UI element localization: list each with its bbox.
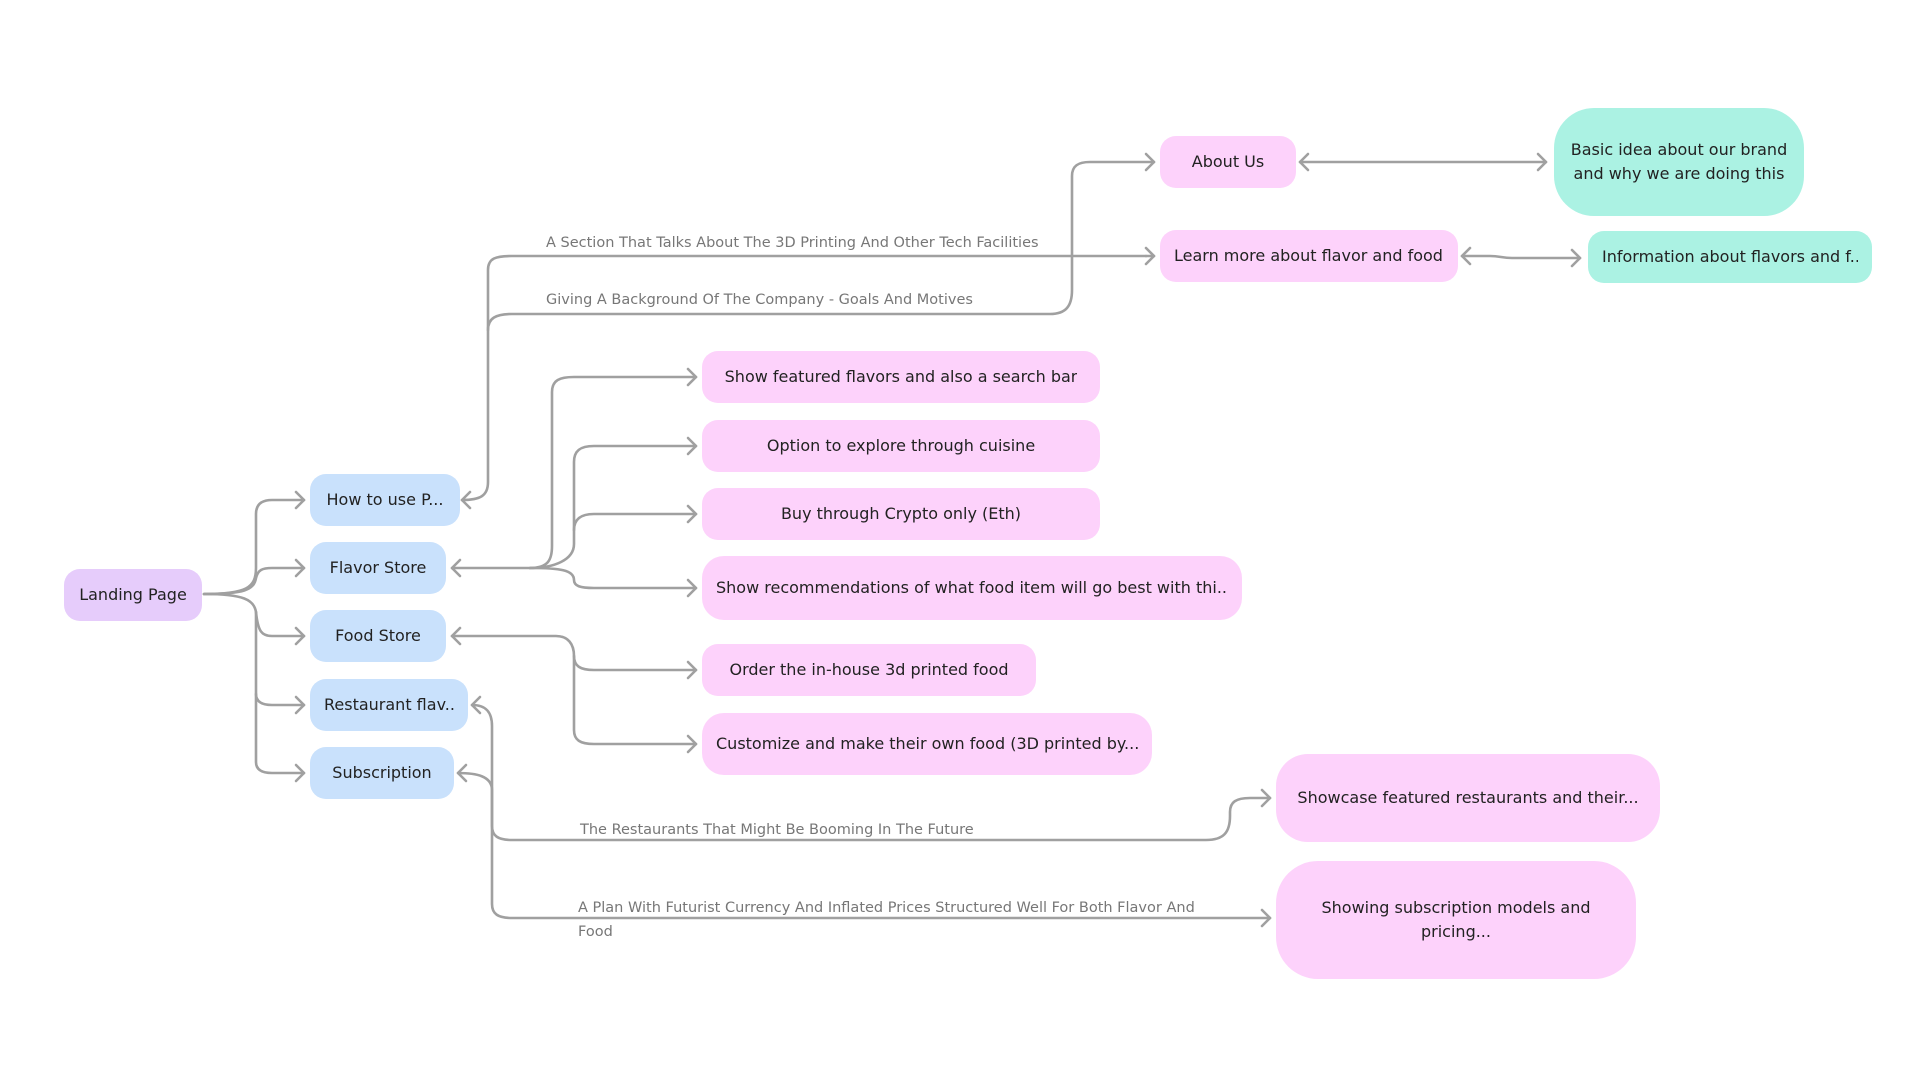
edge-landing-to-flavor-store [202, 566, 306, 596]
node-landing-page[interactable]: Landing Page [64, 569, 202, 621]
node-info-flavors-label: Information about flavors and f... [1602, 247, 1858, 266]
edge-label-futurist-currency: A Plan With Futurist Currency And Inflat… [578, 900, 1195, 940]
node-subscription-label: Subscription [332, 763, 432, 782]
node-buy-crypto[interactable]: Buy through Crypto only (Eth) [702, 488, 1100, 540]
edge-background-to-about-us [486, 160, 1156, 332]
edge-flavor-to-crypto [572, 512, 698, 532]
edge-flavor-to-cuisine [528, 444, 698, 570]
arrowhead-food-store-back [450, 626, 462, 646]
arrowhead-food-store [294, 626, 306, 646]
arrowhead-recommendations [686, 578, 698, 598]
arrowhead-subscription [294, 763, 306, 783]
arrowhead-about-us-back [1298, 152, 1310, 172]
arrowhead-how-to-use-back [460, 490, 472, 510]
edge-subscription-to-models [456, 771, 1272, 920]
node-showcase-restaurants[interactable]: Showcase featured restaurants and their.… [1276, 754, 1660, 842]
edge-label-company-background: Giving A Background Of The Company - Goa… [546, 292, 973, 308]
node-featured-flavors-label: Show featured flavors and also a search … [724, 367, 1078, 386]
edge-landing-to-subscription [254, 692, 306, 775]
node-customize-food[interactable]: Customize and make their own food (3D pr… [702, 713, 1152, 775]
node-recommendations-label: Show recommendations of what food item w… [716, 578, 1228, 597]
edge-food-to-customize [572, 654, 698, 746]
node-flavor-store[interactable]: Flavor Store [310, 542, 446, 594]
node-customize-food-label: Customize and make their own food (3D pr… [716, 734, 1138, 753]
arrowhead-subscription-back [456, 763, 468, 783]
node-explore-cuisine[interactable]: Option to explore through cuisine [702, 420, 1100, 472]
arrowhead-restaurant-back [470, 695, 482, 715]
node-featured-flavors[interactable]: Show featured flavors and also a search … [702, 351, 1100, 403]
node-landing-page-label: Landing Page [79, 585, 187, 604]
node-recommendations[interactable]: Show recommendations of what food item w… [702, 556, 1242, 620]
node-food-store-label: Food Store [335, 626, 421, 645]
arrowhead-how-to-use [294, 490, 306, 510]
arrowhead-restaurant [294, 695, 306, 715]
node-order-inhouse[interactable]: Order the in-house 3d printed food [702, 644, 1036, 696]
arrowhead-flavor-store-back [450, 558, 462, 578]
edge-learn-more-to-info [1460, 254, 1582, 260]
edge-label-restaurants-future: The Restaurants That Might Be Booming In… [580, 822, 974, 838]
node-learn-more-label: Learn more about flavor and food... [1174, 246, 1444, 265]
arrowhead-showcase [1260, 788, 1272, 808]
arrowhead-featured [686, 367, 698, 387]
arrowhead-learn-more-back [1460, 246, 1472, 266]
edge-landing-to-food-store [202, 592, 306, 638]
node-about-us[interactable]: About Us [1160, 136, 1296, 188]
arrowhead-about-us [1144, 152, 1156, 172]
node-about-us-label: About Us [1191, 152, 1265, 171]
node-flavor-store-label: Flavor Store [329, 558, 427, 577]
edge-flavor-to-recommendations [528, 566, 698, 590]
arrowhead-basic-idea [1536, 152, 1548, 172]
node-subscription[interactable]: Subscription [310, 747, 454, 799]
node-buy-crypto-label: Buy through Crypto only (Eth) [780, 504, 1022, 523]
node-learn-more[interactable]: Learn more about flavor and food... [1160, 230, 1458, 282]
arrowhead-learn-more [1144, 246, 1156, 266]
edge-how-to-use-trunk [460, 254, 1148, 502]
arrowhead-info [1570, 248, 1582, 268]
node-how-to-use[interactable]: How to use P... [310, 474, 460, 526]
edge-landing-to-how-to-use [202, 498, 306, 596]
edge-label-tech-facilities: A Section That Talks About The 3D Printi… [546, 235, 1039, 251]
arrowhead-cuisine [686, 436, 698, 456]
node-how-to-use-label: How to use P... [326, 490, 444, 509]
node-basic-idea-label: Basic idea about our brand and why we ar… [1570, 140, 1788, 183]
arrowhead-crypto [686, 504, 698, 524]
arrowhead-flavor-store [294, 558, 306, 578]
arrowhead-models [1260, 908, 1272, 928]
arrowhead-customize [686, 734, 698, 754]
edge-landing-to-restaurant [254, 610, 306, 707]
node-food-store[interactable]: Food Store [310, 610, 446, 662]
node-basic-idea[interactable]: Basic idea about our brand and why we ar… [1554, 108, 1804, 216]
arrowhead-order [686, 660, 698, 680]
node-showcase-restaurants-label: Showcase featured restaurants and their.… [1297, 788, 1639, 807]
node-order-inhouse-label: Order the in-house 3d printed food [729, 660, 1009, 679]
node-subscription-models-label: Showing subscription models and pricing.… [1321, 898, 1591, 941]
node-info-flavors[interactable]: Information about flavors and f... [1588, 231, 1872, 283]
node-subscription-models[interactable]: Showing subscription models and pricing.… [1276, 861, 1636, 979]
node-explore-cuisine-label: Option to explore through cuisine [766, 436, 1036, 455]
node-restaurant-flav[interactable]: Restaurant flav... [310, 679, 468, 731]
edge-restaurant-to-showcase [470, 703, 1272, 842]
node-restaurant-flav-label: Restaurant flav... [324, 695, 454, 714]
